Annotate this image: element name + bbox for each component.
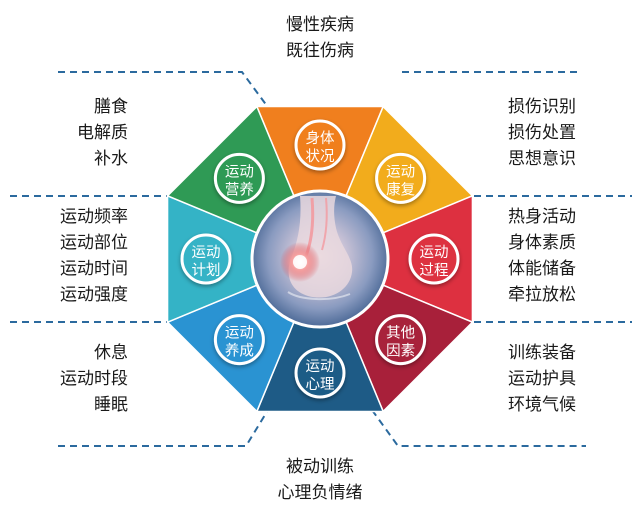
item-text: 电解质 [77,123,128,143]
item-text: 损伤识别 [508,97,576,117]
item-text: 既往伤病 [286,41,354,61]
badge-label: 运动 [225,163,254,180]
connector-line [371,409,586,447]
items-body: 慢性疾病 既往伤病 [250,12,390,64]
item-text: 热身活动 [508,207,576,227]
items-plan: 运动频率 运动部位 运动时间 运动强度 [10,204,128,308]
badge-label: 运动 [192,244,221,261]
item-text: 运动时间 [60,259,128,279]
items-nutrition: 膳食 电解质 补水 [10,94,128,172]
badge-label: 运动 [225,325,254,342]
badge-label: 康复 [386,180,415,198]
items-habit: 休息 运动时段 睡眠 [10,340,128,418]
connector-line [58,409,269,447]
item-text: 睡眠 [94,395,128,415]
item-text: 损伤处置 [508,123,576,143]
badge-circle [294,347,346,399]
badge-circle [294,119,346,171]
badge-label: 其他 [386,325,415,342]
items-other: 训练装备 运动护具 环境气候 [508,340,628,418]
item-text: 心理负情绪 [277,483,363,503]
item-text: 运动强度 [60,285,128,305]
items-rehab: 损伤识别 损伤处置 思想意识 [508,94,628,172]
badge-label: 运动 [386,163,415,180]
item-text: 思想意识 [508,149,576,169]
item-text: 慢性疾病 [286,15,354,35]
badge-label: 过程 [420,262,449,279]
badge-label: 心理 [306,376,335,393]
badge-circle [375,314,427,366]
item-text: 运动部位 [60,233,128,253]
badge-circle [213,152,265,204]
badge-label: 营养 [225,181,254,198]
connector-line [58,71,271,111]
badge-label: 运动 [306,358,335,375]
item-text: 训练装备 [508,343,576,363]
item-text: 身体素质 [508,233,576,253]
items-mind: 被动训练 心理负情绪 [250,454,390,506]
badge-label: 计划 [192,262,221,279]
badge-label: 运动 [420,244,449,261]
items-process: 热身活动 身体素质 体能储备 牵拉放松 [508,204,628,308]
item-text: 体能储备 [508,259,576,279]
item-text: 运动时段 [60,369,128,389]
badge-label: 身体 [306,130,335,147]
item-text: 被动训练 [286,457,354,477]
badge-label: 状况 [306,148,335,165]
item-text: 牵拉放松 [508,285,576,305]
badge-circle [213,314,265,366]
badge-label: 养成 [225,343,254,360]
item-text: 膳食 [94,97,128,117]
connector-lines [10,71,632,447]
badge-circle [375,152,427,204]
badge-circle [180,233,232,285]
item-text: 补水 [94,149,128,169]
center-ankle-image [250,189,390,329]
item-text: 休息 [94,343,128,363]
item-text: 运动护具 [508,369,576,389]
item-text: 环境气候 [508,395,576,415]
item-text: 运动频率 [60,207,128,227]
badge-label: 因素 [386,343,415,360]
badge-circle [408,233,460,285]
